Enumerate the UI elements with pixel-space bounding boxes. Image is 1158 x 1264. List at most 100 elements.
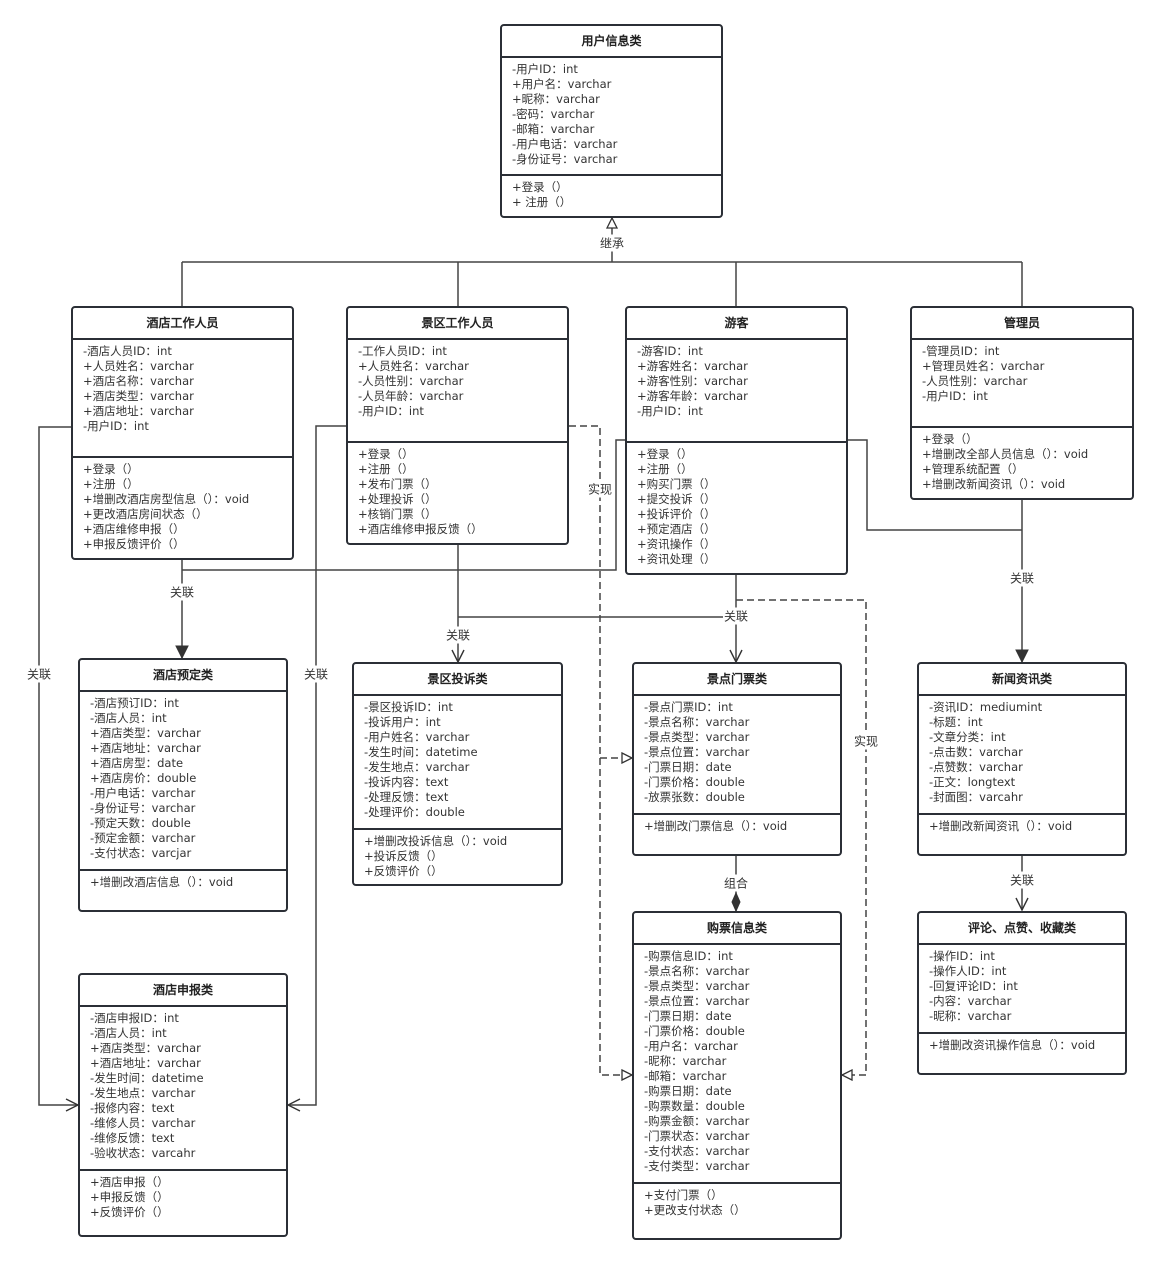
method-row: +投诉评价（） xyxy=(637,507,716,521)
class-hotel-booking[interactable]: 酒店预定类-酒店预订ID：int-酒店人员：int+酒店类型：varchar+酒… xyxy=(78,658,288,912)
class-title: 景区投诉类 xyxy=(354,664,561,696)
attribute-row: -用户电话：varchar xyxy=(90,786,196,800)
attribute-row: -发生地点：varchar xyxy=(364,760,470,774)
attribute-row: -景点类型：varchar xyxy=(644,979,750,993)
attribute-row: -预定天数：double xyxy=(90,816,191,830)
class-title: 用户信息类 xyxy=(502,26,721,58)
attributes-section: -酒店预订ID：int-酒店人员：int+酒店类型：varchar+酒店地址：v… xyxy=(80,692,286,871)
assoc-label-complaint: 关联 xyxy=(444,626,472,644)
class-purchase[interactable]: 购票信息类-购票信息ID：int-景点名称：varchar-景点类型：varch… xyxy=(632,911,842,1240)
attribute-row: -邮箱：varchar xyxy=(512,122,595,136)
method-row: +酒店申报（） xyxy=(90,1175,169,1189)
assoc-label-news: 关联 xyxy=(1008,569,1036,587)
attributes-section: -购票信息ID：int-景点名称：varchar-景点类型：varchar-景点… xyxy=(634,945,840,1184)
methods-section: +登录（）+注册（）+购买门票（）+提交投诉（）+投诉评价（）+预定酒店（）+资… xyxy=(627,443,846,571)
attribute-row: +管理员姓名：varchar xyxy=(922,359,1045,373)
methods-section: +登录（）+注册（）+发布门票（）+处理投诉（）+核销门票（）+酒店维修申报反馈… xyxy=(348,443,567,541)
method-row: +核销门票（） xyxy=(358,507,437,521)
attribute-row: -酒店人员：int xyxy=(90,711,167,725)
attribute-row: -景点门票ID：int xyxy=(644,700,733,714)
attribute-row: -验收状态：varcahr xyxy=(90,1146,196,1160)
assoc-label-booking: 关联 xyxy=(168,583,196,601)
method-row: +注册（） xyxy=(83,477,139,491)
class-title: 管理员 xyxy=(912,308,1132,340)
attribute-row: -报修内容：text xyxy=(90,1101,175,1115)
attribute-row: -维修人员：varchar xyxy=(90,1116,196,1130)
realize-label-left: 实现 xyxy=(586,480,614,498)
method-row: +反馈评价（） xyxy=(90,1205,169,1219)
class-ticket[interactable]: 景点门票类-景点门票ID：int-景点名称：varchar-景点类型：varch… xyxy=(632,662,842,856)
class-admin[interactable]: 管理员 -管理员ID：int+管理员姓名：varchar-人员性别：varchar… xyxy=(910,306,1134,500)
method-row: +增删改酒店房型信息（）：void xyxy=(83,492,250,506)
attribute-row: -景点名称：varchar xyxy=(644,964,750,978)
attribute-row: -用户ID：int xyxy=(83,419,149,433)
attribute-row: -购票数量：double xyxy=(644,1099,745,1113)
attribute-row: -资讯ID：mediumint xyxy=(929,700,1043,714)
method-row: +管理系统配置（） xyxy=(922,462,1024,476)
class-comment[interactable]: 评论、点赞、收藏类-操作ID：int-操作人ID：int-回复评论ID：int-… xyxy=(917,911,1127,1075)
attribute-row: -身份证号：varchar xyxy=(512,152,618,166)
method-row: +预定酒店（） xyxy=(637,522,716,536)
methods-section: +酒店申报（）+申报反馈（）+反馈评价（） xyxy=(80,1171,286,1224)
attribute-row: +用户名：varchar xyxy=(512,77,612,91)
attribute-row: +酒店名称：varchar xyxy=(83,374,194,388)
assoc-label-mid: 关联 xyxy=(302,665,330,683)
methods-section: +支付门票（）+更改支付状态（） xyxy=(634,1184,840,1222)
method-row: +发布门票（） xyxy=(358,477,437,491)
class-title: 酒店预定类 xyxy=(80,660,286,692)
methods-section: +登录（）+ 注册（） xyxy=(502,176,721,214)
method-row: +酒店维修申报反馈（） xyxy=(358,522,483,536)
attribute-row: -管理员ID：int xyxy=(922,344,1000,358)
class-title: 景点门票类 xyxy=(634,664,840,696)
method-row: +申报反馈评价（） xyxy=(83,537,185,551)
attributes-section: -酒店人员ID：int+人员姓名：varchar+酒店名称：varchar+酒店… xyxy=(73,340,292,458)
class-title: 游客 xyxy=(627,308,846,340)
method-row: +提交投诉（） xyxy=(637,492,716,506)
method-row: +支付门票（） xyxy=(644,1188,723,1202)
attributes-section: -用户ID：int+用户名：varchar+昵称：varchar-密码：varc… xyxy=(502,58,721,176)
attribute-row: +游客性别：varchar xyxy=(637,374,748,388)
assoc-label-ticket: 关联 xyxy=(722,607,750,625)
attribute-row: -购票日期：date xyxy=(644,1084,732,1098)
methods-section: +登录（）+注册（）+增删改酒店房型信息（）：void+更改酒店房间状态（）+酒… xyxy=(73,458,292,556)
attributes-section: -游客ID：int+游客姓名：varchar+游客性别：varchar+游客年龄… xyxy=(627,340,846,443)
class-title: 景区工作人员 xyxy=(348,308,567,340)
attribute-row: -投诉用户：int xyxy=(364,715,441,729)
attribute-row: -门票日期：date xyxy=(644,1009,732,1023)
attribute-row: +酒店地址：varchar xyxy=(90,1056,201,1070)
attribute-row: -人员性别：varchar xyxy=(358,374,464,388)
attribute-row: -支付类型：varchar xyxy=(644,1159,750,1173)
class-tourist[interactable]: 游客-游客ID：int+游客姓名：varchar+游客性别：varchar+游客… xyxy=(625,306,848,575)
attribute-row: -景区投诉ID：int xyxy=(364,700,453,714)
attribute-row: -昵称：varchar xyxy=(644,1054,727,1068)
attribute-row: +游客年龄：varchar xyxy=(637,389,748,403)
method-row: + 注册（） xyxy=(512,195,572,209)
attribute-row: -购票信息ID：int xyxy=(644,949,733,963)
attribute-row: -酒店人员：int xyxy=(90,1026,167,1040)
attribute-row: +人员姓名：varchar xyxy=(83,359,194,373)
class-hotel-staff[interactable]: 酒店工作人员-酒店人员ID：int+人员姓名：varchar+酒店名称：varc… xyxy=(71,306,294,560)
attribute-row: -放票张数：double xyxy=(644,790,745,804)
class-scenic-staff[interactable]: 景区工作人员-工作人员ID：int+人员姓名：varchar-人员性别：varc… xyxy=(346,306,569,545)
method-row: +注册（） xyxy=(358,462,414,476)
attribute-row: +昵称：varchar xyxy=(512,92,600,106)
attribute-row: -人员性别：varchar xyxy=(922,374,1028,388)
method-row: +增删改酒店信息（）：void xyxy=(90,875,234,889)
method-row: +登录（） xyxy=(512,180,568,194)
attribute-row: -正文：longtext xyxy=(929,775,1016,789)
class-hotel-report[interactable]: 酒店申报类-酒店申报ID：int-酒店人员：int+酒店类型：varchar+酒… xyxy=(78,973,288,1237)
attribute-row: +酒店类型：varchar xyxy=(83,389,194,403)
attribute-row: -内容：varchar xyxy=(929,994,1012,1008)
method-row: +申报反馈（） xyxy=(90,1190,169,1204)
class-user[interactable]: 用户信息类-用户ID：int+用户名：varchar+昵称：varchar-密码… xyxy=(500,24,723,218)
attribute-row: -门票状态：varchar xyxy=(644,1129,750,1143)
assoc-edge-tourist-news xyxy=(847,439,1022,531)
attribute-row: -游客ID：int xyxy=(637,344,703,358)
attribute-row: +酒店地址：varchar xyxy=(90,741,201,755)
class-complaint[interactable]: 景区投诉类-景区投诉ID：int-投诉用户：int-用户姓名：varchar-发… xyxy=(352,662,563,886)
attribute-row: +游客姓名：varchar xyxy=(637,359,748,373)
attribute-row: -酒店预订ID：int xyxy=(90,696,179,710)
attribute-row: -维修反馈：text xyxy=(90,1131,175,1145)
method-row: +资讯操作（） xyxy=(637,537,716,551)
class-news[interactable]: 新闻资讯类-资讯ID：mediumint-标题：int-文章分类：int-点击数… xyxy=(917,662,1127,856)
